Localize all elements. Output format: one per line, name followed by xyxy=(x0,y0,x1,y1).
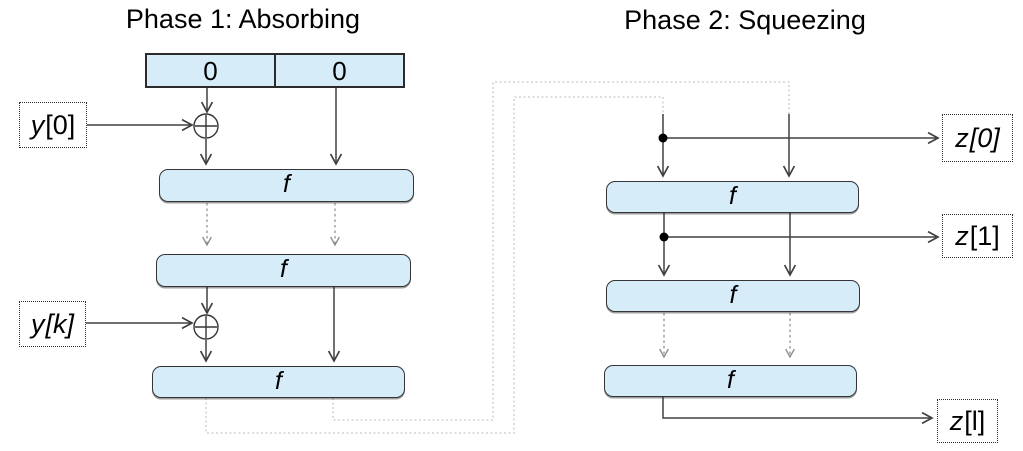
output-index: [0] xyxy=(969,122,1000,153)
input-var: y xyxy=(30,308,45,339)
output-label-z0: z[0] xyxy=(942,114,1013,162)
output-var: z xyxy=(955,220,969,251)
input-var: y xyxy=(30,109,45,140)
phase2-title: Phase 2: Squeezing xyxy=(624,5,866,35)
state-cell-capacity: 0 xyxy=(332,55,347,86)
output-label-z1: z[1] xyxy=(942,214,1013,258)
phase1-title: Phase 1: Absorbing xyxy=(125,4,361,34)
f-function-label: f xyxy=(729,280,737,309)
output-label-zl: z[l] xyxy=(937,399,998,443)
f-function-box: f xyxy=(606,280,860,312)
f-function-box: f xyxy=(152,366,405,398)
output-index: [l] xyxy=(964,405,986,436)
input-label-yk: y[k] xyxy=(19,301,86,347)
f-function-box: f xyxy=(159,169,414,202)
xor-icon xyxy=(193,113,219,139)
f-function-box: f xyxy=(156,254,411,287)
f-function-label: f xyxy=(280,255,287,283)
input-index: [0] xyxy=(45,109,76,140)
f-function-box: f xyxy=(606,181,859,213)
branch-dot-icon xyxy=(659,232,669,242)
input-label-y0: y[0] xyxy=(19,102,87,148)
input-index: [k] xyxy=(45,308,74,339)
initial-state-register: 0 0 xyxy=(145,53,405,88)
iteration-dotted-arrows xyxy=(202,203,795,359)
feedback-wires xyxy=(205,81,790,434)
f-function-label: f xyxy=(727,365,734,394)
output-var: z xyxy=(955,122,969,153)
f-function-label: f xyxy=(283,170,290,198)
output-var: z xyxy=(949,405,964,436)
f-function-box: f xyxy=(604,365,857,397)
state-cell-rate: 0 xyxy=(147,55,276,86)
f-function-label: f xyxy=(275,366,282,395)
branch-dot-icon xyxy=(658,133,668,143)
phase2-arrows xyxy=(656,114,940,425)
phase1-arrows xyxy=(86,86,343,363)
xor-icon xyxy=(193,314,219,340)
f-function-label: f xyxy=(729,181,736,210)
output-index: [1] xyxy=(969,220,1000,251)
feedback-wire-capacity xyxy=(332,81,790,421)
